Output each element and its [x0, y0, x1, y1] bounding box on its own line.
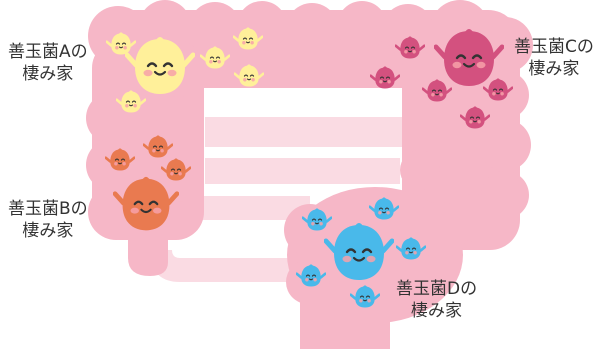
habitat-label-c: 善玉菌Cの 棲み家 — [514, 36, 594, 80]
habitat-label-d-line1: 善玉菌Dの — [396, 279, 478, 299]
habitat-label-c-line1: 善玉菌Cの — [514, 37, 594, 57]
habitat-label-b-line2: 棲み家 — [22, 221, 74, 241]
habitat-label-a-line2: 棲み家 — [22, 64, 74, 84]
habitat-label-d-line2: 棲み家 — [411, 301, 463, 321]
intestine-pale-band — [150, 117, 415, 282]
habitat-label-c-line2: 棲み家 — [528, 59, 580, 79]
habitat-label-b: 善玉菌Bの 棲み家 — [8, 198, 88, 242]
habitat-label-b-line1: 善玉菌Bの — [8, 199, 88, 219]
habitat-label-d: 善玉菌Dの 棲み家 — [396, 278, 477, 322]
habitat-label-a: 善玉菌Aの 棲み家 — [8, 41, 88, 85]
habitat-label-a-line1: 善玉菌Aの — [8, 42, 88, 62]
